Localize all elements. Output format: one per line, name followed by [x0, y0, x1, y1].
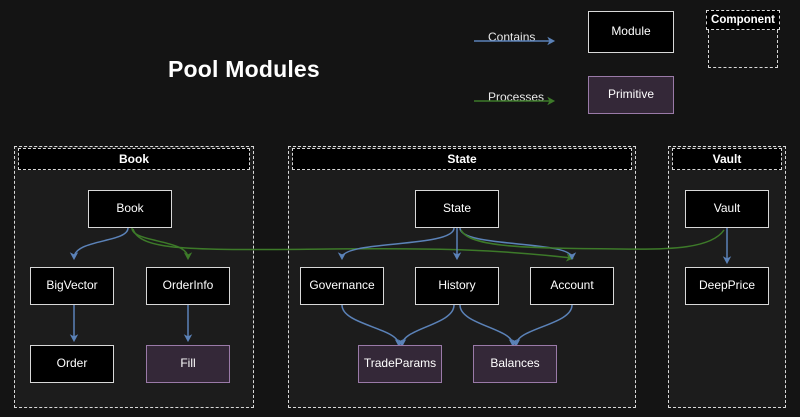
- node-account-label: Account: [550, 278, 594, 293]
- node-orderinfo-label: OrderInfo: [162, 278, 214, 293]
- node-bigvector-label: BigVector: [46, 278, 98, 293]
- node-governance-label: Governance: [309, 278, 375, 293]
- node-history[interactable]: History: [415, 267, 499, 305]
- section-book-label: Book: [119, 152, 149, 166]
- section-book-header: Book: [18, 148, 250, 170]
- node-fill-label: Fill: [180, 356, 196, 371]
- node-order-label: Order: [56, 356, 88, 371]
- node-orderinfo[interactable]: OrderInfo: [146, 267, 230, 305]
- node-tradeparams-label: TradeParams: [363, 356, 437, 371]
- legend-module-label: Module: [611, 24, 651, 39]
- page-title: Pool Modules: [168, 56, 320, 82]
- node-deepprice[interactable]: DeepPrice: [685, 267, 769, 305]
- section-vault-label: Vault: [712, 152, 742, 166]
- node-state[interactable]: State: [415, 190, 499, 228]
- legend-component-label: Component: [711, 14, 775, 26]
- node-vault-label: Vault: [713, 201, 741, 216]
- node-deepprice-label: DeepPrice: [698, 278, 756, 293]
- node-balances-label: Balances: [490, 356, 540, 371]
- node-history-label: History: [438, 278, 476, 293]
- node-governance[interactable]: Governance: [300, 267, 384, 305]
- node-state-label: State: [442, 201, 472, 216]
- node-tradeparams[interactable]: TradeParams: [358, 345, 442, 383]
- node-balances[interactable]: Balances: [473, 345, 557, 383]
- node-bigvector[interactable]: BigVector: [30, 267, 114, 305]
- legend-primitive-label: Primitive: [607, 87, 654, 102]
- legend-module-box: Module: [588, 11, 674, 53]
- node-book-label: Book: [116, 201, 144, 216]
- legend-contains-label: Contains: [488, 30, 536, 44]
- section-state-label: State: [447, 152, 477, 166]
- node-account[interactable]: Account: [530, 267, 614, 305]
- node-vault[interactable]: Vault: [685, 190, 769, 228]
- node-book[interactable]: Book: [88, 190, 172, 228]
- section-state-header: State: [292, 148, 632, 170]
- node-fill[interactable]: Fill: [146, 345, 230, 383]
- node-order[interactable]: Order: [30, 345, 114, 383]
- legend-component-header: Component: [706, 10, 780, 30]
- legend-primitive-box: Primitive: [588, 76, 674, 114]
- section-vault-header: Vault: [672, 148, 782, 170]
- legend-processes-label: Processes: [488, 90, 545, 104]
